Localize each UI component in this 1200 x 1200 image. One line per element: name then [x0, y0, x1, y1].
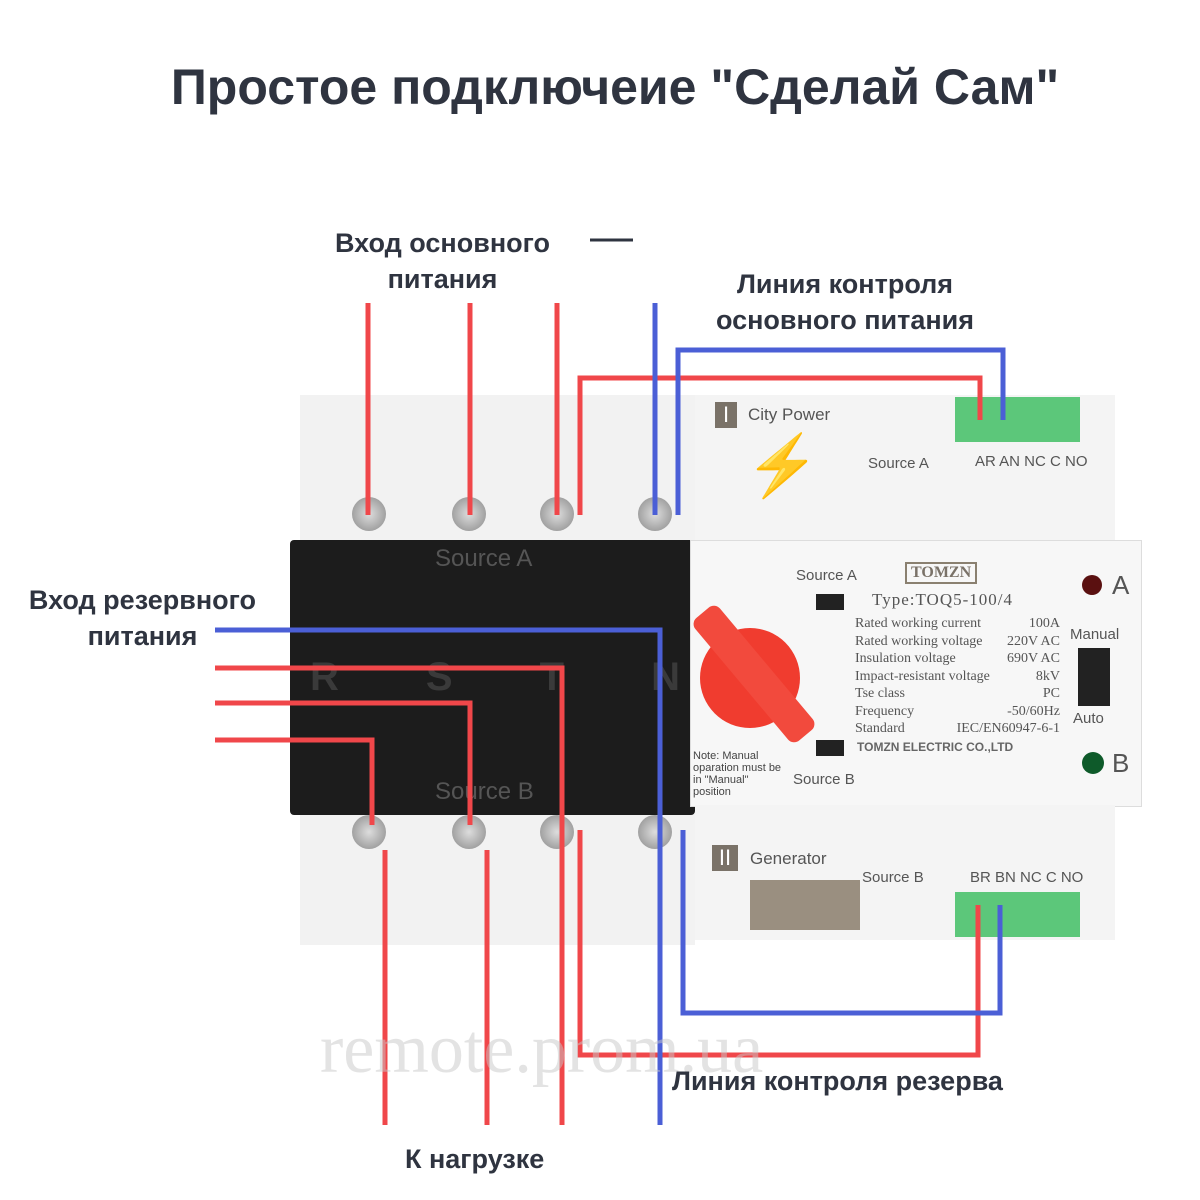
led-a-label: A: [1112, 570, 1130, 600]
source-a-label: Source A: [868, 455, 929, 472]
front-source-b: Source B: [793, 771, 855, 788]
terminals-a-label: AR AN NC C NO: [975, 453, 1088, 470]
maker-label: TOMZN ELECTRIC CO.,LTD: [857, 740, 1014, 754]
terminals-b-label: BR BN NC C NO: [970, 869, 1084, 886]
main-control-label: Линия контроля основного питания: [715, 269, 975, 335]
load-label: К нагрузке: [405, 1144, 545, 1174]
source-b-label: Source B: [862, 869, 924, 886]
backup-control-label: Линия контроля резерва: [672, 1066, 1003, 1096]
indicator-window-b: [816, 740, 844, 756]
main-control-wire-blue: [675, 347, 1006, 515]
front-source-a: Source A: [796, 567, 857, 584]
backup-input-label: Вход резервного питания: [28, 585, 257, 651]
source-ii-badge: II: [712, 845, 738, 871]
phase-n: N: [651, 655, 680, 699]
phase-r: R: [310, 655, 339, 699]
phase-s: S: [425, 655, 453, 699]
brand-logo: TOMZN: [905, 562, 978, 584]
watermark: remote.prom.ua: [320, 1011, 764, 1088]
led-b-icon: [1082, 752, 1104, 774]
cover-source-a: Source A: [435, 545, 533, 572]
indicator-window-a: [816, 594, 844, 610]
type-label: Type:TOQ5-100/4: [872, 590, 1013, 609]
led-a-icon: [1082, 575, 1102, 595]
generator-icon: [750, 880, 860, 930]
backup-control-wire-red: [577, 830, 981, 1058]
manual-auto-switch[interactable]: [1078, 648, 1110, 706]
screw-icon: [638, 815, 672, 849]
screw-icon: [352, 815, 386, 849]
power-tower-icon: ⚡: [745, 432, 820, 499]
cover-source-b: Source B: [435, 778, 534, 805]
source-i-badge: I: [715, 402, 737, 428]
generator-label: Generator: [750, 849, 827, 868]
screw-icon: [540, 815, 574, 849]
main-input-label: Вход основного питания: [335, 228, 550, 294]
green-terminal-a: [955, 397, 1080, 442]
page-title: Простое подключеие "Сделай Сам": [170, 59, 1060, 115]
main-control-wire-red: [577, 375, 983, 515]
city-power-label: City Power: [748, 405, 831, 424]
spec-row: Frequency-50/60Hz: [855, 703, 1060, 719]
backup-input-wire-1: [215, 665, 565, 1125]
backup-input-wire-3: [215, 737, 375, 825]
manual-label: Manual: [1070, 626, 1120, 643]
switch-cover: [290, 540, 695, 815]
backup-control-wire-blue: [680, 830, 1003, 1016]
backup-input-wire-2: [215, 700, 473, 825]
led-b-label: B: [1112, 748, 1130, 778]
auto-label: Auto: [1073, 710, 1104, 727]
manual-note: Note: Manual oparation must be in "Manua…: [693, 750, 782, 798]
backup-input-wire-n: [215, 627, 663, 1125]
